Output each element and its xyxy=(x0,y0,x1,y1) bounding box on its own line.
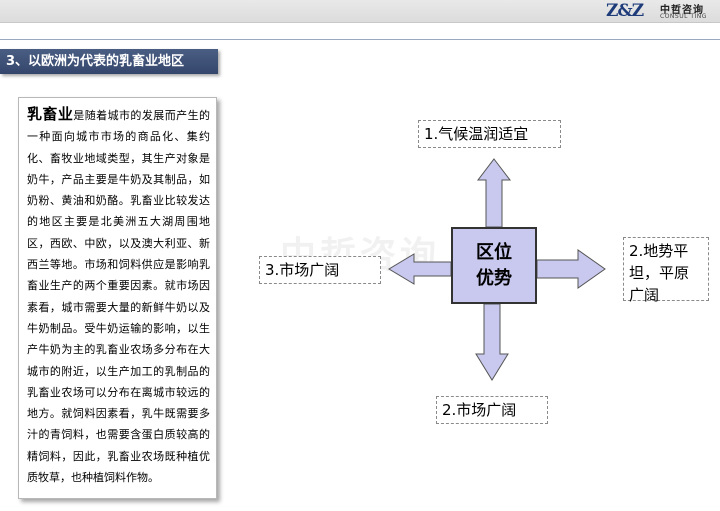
company-logo: Z&Z 中哲咨询 CONSUL TING xyxy=(606,1,718,23)
arrow-right xyxy=(536,249,606,289)
label-climate: 1.气候温润适宜 xyxy=(418,120,561,148)
label-market-bottom: 2.市场广阔 xyxy=(436,396,548,424)
arrow-down xyxy=(475,303,509,381)
description-body: 是随着城市的发展而产生的一种面向城市市场的商品化、集约化、畜牧业地域类型，其生产… xyxy=(27,109,210,485)
top-bar: Z&Z 中哲咨询 CONSUL TING xyxy=(0,0,720,23)
logo-chinese-name: 中哲咨询 xyxy=(660,5,704,16)
logo-mark: Z&Z xyxy=(606,1,644,21)
description-term: 乳畜业 xyxy=(27,105,74,123)
center-label-line2: 优势 xyxy=(476,268,512,289)
description-box: 乳畜业是随着城市的发展而产生的一种面向城市市场的商品化、集约化、畜牧业地域类型，… xyxy=(18,97,217,499)
header-divider xyxy=(0,39,720,40)
section-title: 3、以欧洲为代表的乳畜业地区 xyxy=(0,49,218,74)
arrow-left xyxy=(388,253,452,285)
arrow-up xyxy=(476,158,512,228)
logo-english-name: CONSUL TING xyxy=(660,13,707,20)
center-label-line1: 区位 xyxy=(476,242,512,263)
location-advantage-box: 区位 优势 xyxy=(451,227,537,304)
label-terrain: 2.地势平坦，平原广阔 xyxy=(623,237,709,304)
label-market-left: 3.市场广阔 xyxy=(259,256,381,284)
